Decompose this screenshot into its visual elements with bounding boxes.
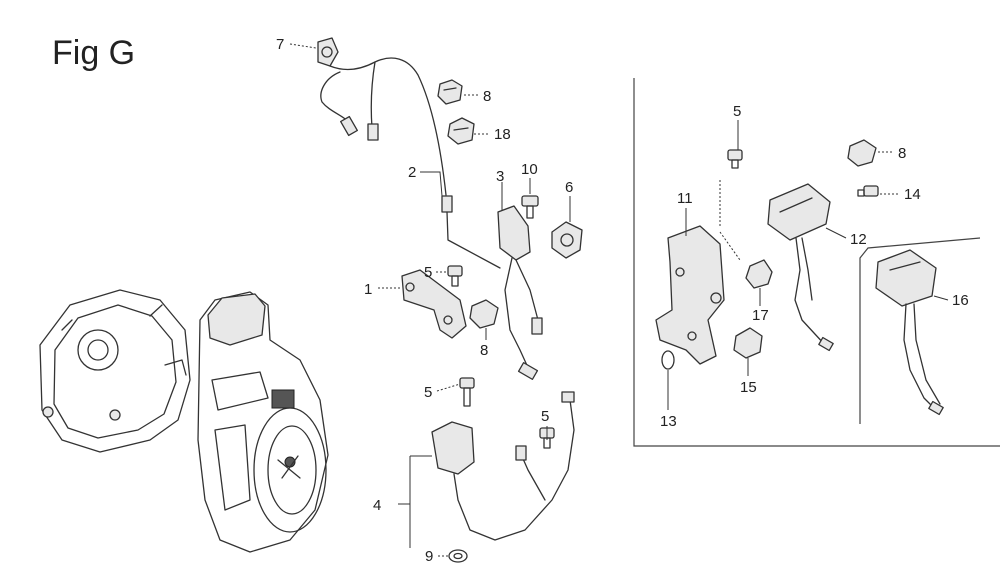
part-8-clip-mid (469, 299, 499, 329)
callout-5-b: 5 (424, 384, 432, 401)
inset-frame-secondary (859, 237, 981, 424)
part-5-bolt-d (727, 149, 743, 169)
part-6-grommet (551, 221, 583, 259)
figure-title: Fig G (52, 34, 135, 72)
callout-18: 18 (494, 126, 511, 143)
callout-9: 9 (425, 548, 433, 565)
part-11-bracket (655, 225, 725, 365)
callout-8-inset: 8 (898, 145, 906, 162)
callout-4: 4 (373, 497, 381, 514)
part-10-bolt (521, 195, 539, 219)
part-8-clip-top (437, 79, 463, 105)
part-17-nut (745, 259, 773, 289)
callout-16: 16 (952, 292, 969, 309)
part-1-bracket (401, 269, 467, 339)
callout-11: 11 (677, 190, 693, 207)
engine-housing-right (197, 291, 329, 553)
part-15-grommet (733, 327, 763, 359)
part-2-wire-harness (320, 57, 501, 269)
callout-17: 17 (752, 307, 769, 324)
part-18-clip (447, 117, 475, 145)
part-7-wire-clamp (317, 37, 339, 67)
part-3-unit (497, 205, 543, 380)
callout-5-c: 5 (541, 408, 549, 425)
callout-3: 3 (496, 168, 504, 185)
callout-6: 6 (565, 179, 573, 196)
callout-10: 10 (521, 161, 538, 178)
callout-15: 15 (740, 379, 757, 396)
callout-5-d: 5 (733, 103, 741, 120)
callout-12: 12 (850, 231, 867, 248)
leader-lines (289, 43, 949, 557)
part-13-washer (661, 350, 675, 370)
callout-2: 2 (408, 164, 416, 181)
callout-7: 7 (276, 36, 284, 53)
part-9-washer (448, 549, 468, 563)
callout-8-mid: 8 (480, 342, 488, 359)
callouts: 7 8 18 2 3 10 6 1 5 8 5 5 4 9 5 8 14 11 … (276, 36, 969, 565)
part-4-coil (431, 391, 575, 541)
part-12-module (767, 183, 834, 352)
callout-13: 13 (660, 413, 677, 430)
callout-1: 1 (364, 281, 372, 298)
callout-5-a: 5 (424, 264, 432, 281)
engine-cover-left (39, 289, 191, 453)
part-5-bolt-b (459, 377, 475, 407)
part-16-module (875, 249, 944, 416)
part-5-bolt-a (447, 265, 463, 287)
part-14-bolt (857, 185, 879, 197)
part-8-clip-inset (847, 139, 877, 167)
callout-8-top: 8 (483, 88, 491, 105)
callout-14: 14 (904, 186, 921, 203)
inset-frame-main (633, 78, 1000, 447)
